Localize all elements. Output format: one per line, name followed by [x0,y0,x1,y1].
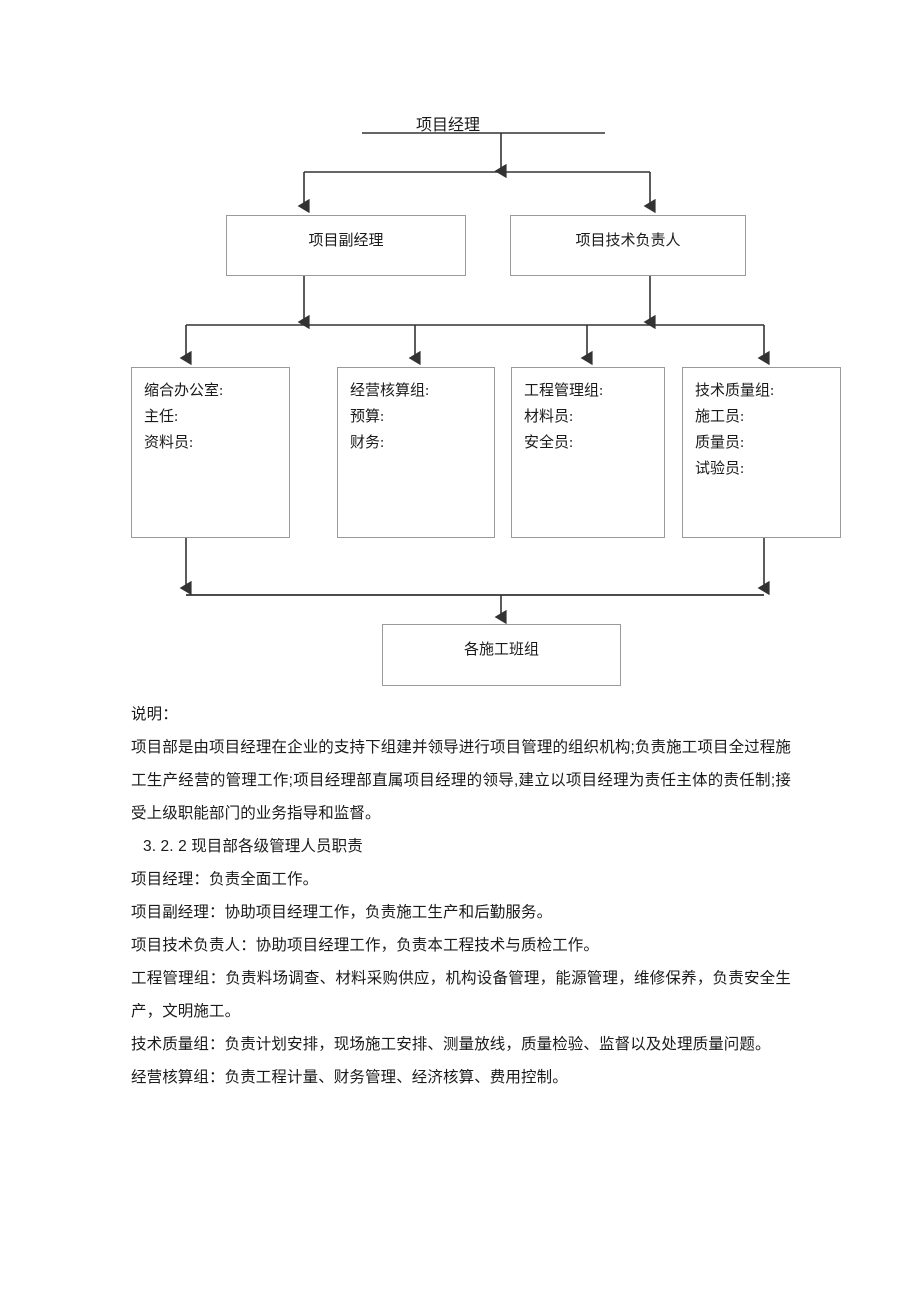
chart-connectors [179,132,770,625]
node-comprehensive-office[interactable]: 缩合办公室: 主任: 资料员: [131,367,290,538]
node-label-line: 预算: [350,409,385,425]
node-label-line: 工程管理组: [524,383,604,399]
node-label-line: 质量员: [695,435,745,451]
node-deputy-project-manager[interactable]: 项目副经理 [226,215,466,276]
paragraph-duty-quality-group: 技术质量组：负责计划安排，现场施工安排、测量放线，质量检验、监督以及处理质量问题… [131,1036,771,1053]
node-technical-director[interactable]: 项目技术负责人 [510,215,746,276]
node-label-line: 主任: [144,409,179,425]
paragraph-note-content: 项目部是由项目经理在企业的支持下组建并领导进行项目管理的组织机构;负责施工项目全… [131,739,791,822]
node-label-line: 资料员: [144,435,194,451]
document-body: 说明： 项目部是由项目经理在企业的支持下组建并领导进行项目管理的组织机构;负责施… [131,698,791,1094]
organization-chart: 项目经理 项目副经理 项目技术负责人 缩合办公室: 主任: 资料员: 经营核算组… [131,117,841,686]
node-label: 项目技术负责人 [575,233,681,249]
node-technical-quality-group[interactable]: 技术质量组: 施工员: 质量员: 试验员: [682,367,841,538]
paragraph-duty-technical-director: 项目技术负责人：协助项目经理工作，负责本工程技术与质检工作。 [131,937,600,954]
node-label-line: 施工员: [695,409,745,425]
node-project-manager-label: 项目经理 [416,117,481,134]
node-label-line: 经营核算组: [350,383,430,399]
paragraph-duty-accounting-group: 经营核算组：负责工程计量、财务管理、经济核算、费用控制。 [131,1069,568,1086]
paragraph-duty-engineering-group: 工程管理组：负责料场调查、材料采购供应，机构设备管理，能源管理，维修保养，负责安… [131,970,791,1020]
node-label-line: 技术质量组: [695,383,775,399]
paragraph-note-heading: 说明： [131,706,178,723]
paragraph-duty-project-manager: 项目经理：负责全面工作。 [131,871,319,888]
node-label-line: 材料员: [524,409,574,425]
node-label: 各施工班组 [463,642,539,658]
node-business-accounting-group[interactable]: 经营核算组: 预算: 财务: [337,367,495,538]
node-label-line: 安全员: [524,435,574,451]
node-construction-teams[interactable]: 各施工班组 [382,624,621,686]
paragraph-duty-deputy-manager: 项目副经理：协助项目经理工作，负责施工生产和后勤服务。 [131,904,553,921]
paragraph-section-heading: 3. 2. 2 现目部各级管理人员职责 [143,838,363,855]
node-label-line: 试验员: [695,461,745,477]
node-label-line: 财务: [350,435,385,451]
node-engineering-management-group[interactable]: 工程管理组: 材料员: 安全员: [511,367,665,538]
node-label-line: 缩合办公室: [144,383,224,399]
node-label: 项目副经理 [308,233,384,249]
